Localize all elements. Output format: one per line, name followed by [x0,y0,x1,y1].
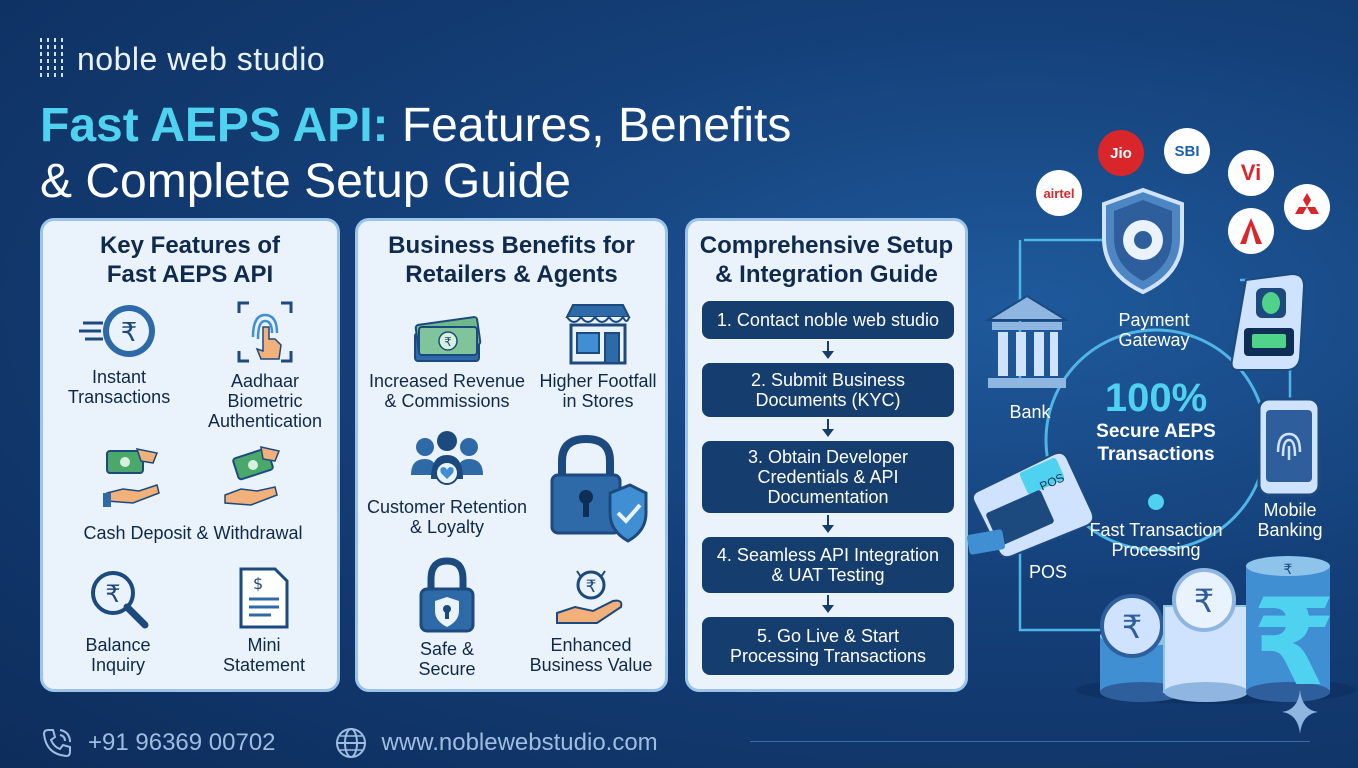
statement-document-icon: $ [239,567,289,629]
svg-text:₹: ₹ [1252,574,1336,706]
title-rest: Features, Benefits [388,99,792,152]
fingerprint-icon [237,301,293,363]
setup-step-1: 1. Contact noble web studio [702,301,954,339]
pos-terminal-icon [967,451,1095,558]
mitsubishi-logo-icon [1284,184,1330,230]
secure-percentage: 100% [1104,376,1208,420]
jio-logo: Jio [1098,130,1144,176]
shield-gear-icon [1102,187,1184,295]
svg-text:₹: ₹ [1194,582,1214,620]
cash-deposit-icon [103,448,160,507]
padlock-icon [419,557,475,633]
benefit-safe-secure: Safe &Secure [392,557,502,679]
tower-logo-icon [1228,208,1274,254]
setup-heading: Comprehensive Setup& Integration Guide [699,232,954,288]
cash-deposit-icon-wrap [103,443,163,515]
brand-bars-icon [40,38,63,80]
footer-divider [750,741,1310,742]
biometric-device-icon [1230,272,1306,371]
step-arrow-icon [820,419,836,439]
footer-website[interactable]: www.noblewebstudio.com [381,729,658,756]
sparkle-icon [1282,690,1318,734]
cash-withdrawal-icon [224,446,281,506]
step-arrow-icon [820,515,836,535]
bank-building-icon [984,294,1070,388]
brand-name: noble web studio [77,40,326,77]
feature-cash-deposit-withdrawal: Cash Deposit & Withdrawal [83,523,303,543]
sbi-logo: SBI [1164,128,1210,174]
svg-text:$: $ [253,574,263,593]
title-line2: & Complete Setup Guide [40,155,571,208]
footer: +91 96369 00702 www.noblewebstudio.com [40,726,658,760]
rupee-coin-icon: ₹ [79,305,155,357]
coin-stacks-icon: ₹ ₹ ₹ ₹ [1076,556,1356,706]
padlock-shield-icon [550,434,648,543]
customer-group-heart-icon [411,431,483,485]
setup-step-4: 4. Seamless API Integration& UAT Testing [702,537,954,593]
page-title: Fast AEPS API: Features, Benefits & Comp… [40,98,791,210]
storefront-icon [565,304,631,365]
step-arrow-icon [820,341,836,361]
svg-text:₹: ₹ [444,335,452,349]
brand: noble web studio [40,38,325,80]
svg-text:₹: ₹ [1284,562,1293,578]
mobile-phone-icon [1257,397,1321,497]
globe-icon [335,728,366,758]
title-highlight: Fast AEPS API: [40,99,389,152]
vi-logo: Vi [1228,150,1274,196]
benefit-increased-revenue: ₹ Increased Revenue& Commissions [362,303,532,411]
step-arrow-icon [820,595,836,615]
bank-label: Bank [1009,402,1051,422]
svg-text:₹: ₹ [1122,608,1142,646]
svg-text:₹: ₹ [586,577,597,597]
cash-stack-icon: ₹ [414,316,482,362]
pos-label: POS [1028,562,1067,582]
airtel-logo: airtel [1036,170,1082,216]
hand-rupee-icon: ₹ [556,570,623,624]
setup-panel: Comprehensive Setup& Integration Guide 1… [685,218,968,692]
svg-text:₹: ₹ [105,580,120,608]
magnifier-rupee-icon: ₹ [91,571,149,629]
footer-phone[interactable]: +91 96369 00702 [88,729,276,756]
svg-text:₹: ₹ [121,318,138,348]
phone-icon [42,729,71,758]
benefit-customer-retention: Customer Retention& Loyalty [362,429,532,537]
cash-withdrawal-icon-wrap [221,443,281,515]
